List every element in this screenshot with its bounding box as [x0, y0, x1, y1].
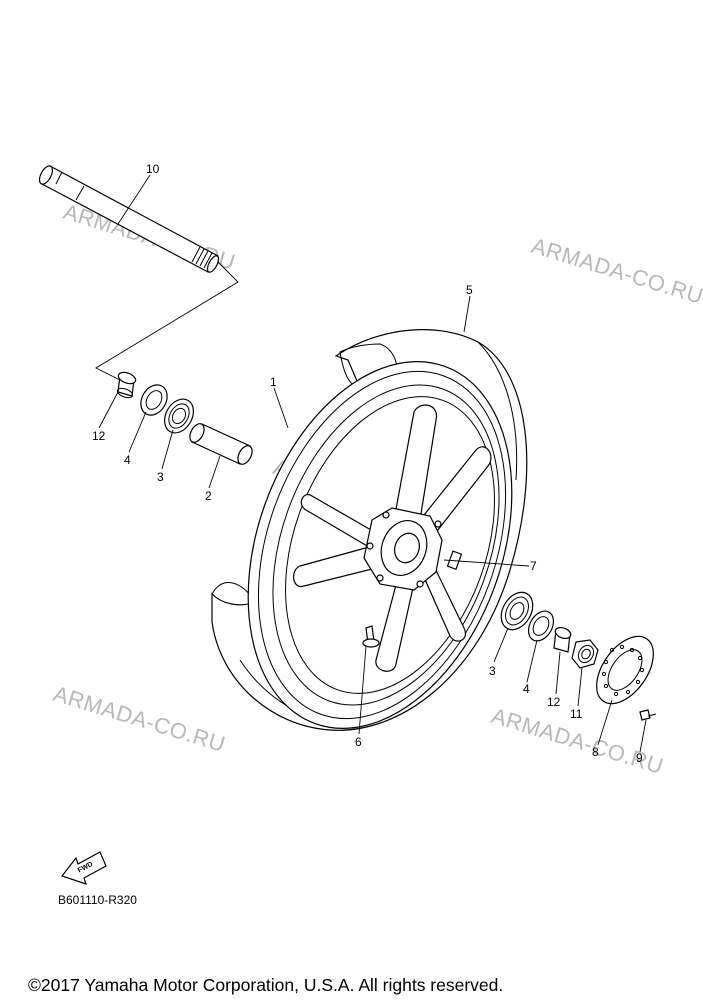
wheel-spokes [293, 404, 492, 672]
watermark-4: ARMADA-CO.RU [51, 681, 229, 757]
axle-part-10 [38, 165, 220, 273]
balance-weight-part-7 [446, 550, 463, 570]
watermark-2: ARMADA-CO.RU [529, 233, 703, 309]
label-2: 2 [205, 489, 212, 503]
label-7: 7 [530, 559, 537, 573]
label-6: 6 [355, 735, 362, 749]
label-1: 1 [270, 375, 277, 389]
label-4-left: 4 [124, 453, 131, 467]
bearing-part-3-left [163, 398, 195, 434]
oil-seal-part-4-right [527, 610, 555, 642]
label-8: 8 [592, 745, 599, 759]
leader-lines [98, 174, 647, 753]
wheel-hub [363, 507, 443, 591]
drawing-code: B601110-R320 [58, 893, 137, 907]
spacer-part-2 [189, 423, 253, 465]
label-12-right: 12 [547, 695, 561, 709]
label-9: 9 [636, 751, 643, 765]
label-3-left: 3 [157, 470, 164, 484]
label-10: 10 [146, 162, 160, 176]
label-4-right: 4 [523, 682, 530, 696]
label-3-right: 3 [489, 664, 496, 678]
valve-part-6 [362, 625, 380, 648]
part-number-labels: 10 5 1 12 4 3 2 7 3 4 12 11 6 8 9 [92, 162, 643, 765]
axle-center-line [95, 261, 239, 381]
bolt-part-11 [571, 639, 599, 669]
sensor-rotor-part-8 [596, 635, 654, 705]
collar-part-12-right [553, 626, 572, 653]
fwd-arrow-icon: FWD [61, 851, 107, 885]
collar-part-12-left [116, 371, 137, 399]
screw-part-9 [639, 709, 657, 721]
label-11: 11 [570, 707, 583, 721]
copyright-notice: ©2017 Yamaha Motor Corporation, U.S.A. A… [28, 975, 503, 995]
bearing-part-3-right [500, 591, 534, 631]
label-12-left: 12 [92, 429, 106, 443]
oil-seal-part-4-left [140, 384, 168, 416]
label-5: 5 [466, 283, 473, 297]
